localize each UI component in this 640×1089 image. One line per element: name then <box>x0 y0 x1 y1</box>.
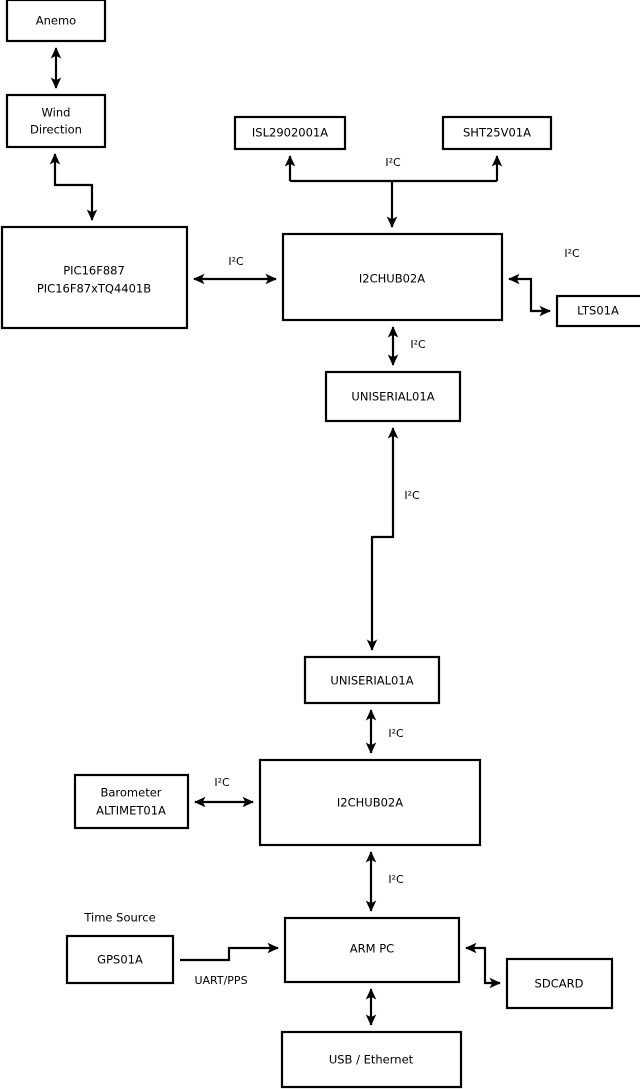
node-sdcard[interactable]: SDCARD <box>505 957 614 1010</box>
edge-label-pic-i2chub: I²C <box>228 255 244 268</box>
node-isl2902001a-label: ISL2902001A <box>252 126 328 140</box>
edge-label-uniserial-i2chub: I²C <box>388 727 404 740</box>
node-sht25v01a[interactable]: SHT25V01A <box>441 115 553 151</box>
node-barometer-box[interactable] <box>73 773 190 830</box>
node-usb-ethernet-label: USB / Ethernet <box>329 1053 414 1067</box>
node-uniserial01a-upper-box[interactable] <box>324 370 462 423</box>
node-barometer[interactable]: Barometer ALTIMET01A <box>73 773 190 830</box>
edge-label-i2chub-armpc: I²C <box>388 873 404 886</box>
node-i2chub02a-bottom-label: I2CHUB02A <box>337 796 403 810</box>
node-pic-mcu[interactable]: PIC16F887 PIC16F87xTQ4401B <box>0 225 189 330</box>
node-isl2902001a-box[interactable] <box>233 115 347 151</box>
node-wind-direction-label-line1: Wind <box>42 106 71 120</box>
node-i2chub02a-bottom-box[interactable] <box>258 758 482 847</box>
node-anemo-box[interactable] <box>5 0 107 43</box>
node-usb-ethernet[interactable]: USB / Ethernet <box>280 1030 463 1089</box>
edge-i2chub-bottom-armpc: I²C <box>365 851 404 912</box>
edge-i2chub-lts: I²C <box>508 247 580 317</box>
node-i2chub02a-bottom[interactable]: I2CHUB02A <box>258 758 482 847</box>
node-arm-pc[interactable]: ARM PC <box>283 916 461 984</box>
node-usb-ethernet-box[interactable] <box>280 1030 463 1089</box>
edge-label-barometer-i2chub: I²C <box>214 776 230 789</box>
node-arm-pc-box[interactable] <box>283 916 461 984</box>
node-uniserial01a-upper-label: UNISERIAL01A <box>351 390 434 404</box>
node-i2chub02a-top-label: I2CHUB02A <box>359 272 425 286</box>
arrow-gps-armpc <box>180 942 279 962</box>
node-uniserial01a-lower[interactable]: UNISERIAL01A <box>303 655 441 705</box>
arrow-i2chub-lts <box>508 273 551 317</box>
edge-label-gps-armpc: UART/PPS <box>194 974 247 987</box>
node-barometer-label-line2: ALTIMET01A <box>96 804 166 818</box>
edge-armpc-sdcard <box>465 942 501 989</box>
node-i2chub02a-top[interactable]: I2CHUB02A <box>281 232 504 322</box>
node-i2chub02a-top-box[interactable] <box>281 232 504 322</box>
node-arm-pc-label: ARM PC <box>350 942 394 956</box>
node-wind-direction-box[interactable] <box>5 93 107 149</box>
node-anemo-label: Anemo <box>36 14 76 28</box>
node-wind-direction[interactable]: Wind Direction <box>5 93 107 149</box>
node-lts01a[interactable]: LTS01A <box>555 294 640 328</box>
node-sht25v01a-box[interactable] <box>441 115 553 151</box>
node-gps01a-label: GPS01A <box>97 953 143 967</box>
node-pic-mcu-box[interactable] <box>0 225 189 330</box>
arrow-winddirection-pic <box>49 153 98 221</box>
edge-winddirection-pic <box>49 153 98 221</box>
node-wind-direction-label-line2: Direction <box>30 123 82 137</box>
arrow-uniserial-uniserial <box>366 427 399 651</box>
node-sdcard-box[interactable] <box>505 957 614 1010</box>
node-isl2902001a[interactable]: ISL2902001A <box>233 115 347 151</box>
edge-pic-i2chub-top: I²C <box>193 255 277 285</box>
node-sdcard-label: SDCARD <box>535 977 584 991</box>
arrow-armpc-sdcard <box>465 942 501 989</box>
edge-gps-armpc: UART/PPS <box>180 942 279 987</box>
edge-label-i2chub-sensors: I²C <box>385 156 401 169</box>
edge-label-i2chub-uniserial: I²C <box>410 338 426 351</box>
edge-label-i2chub-lts: I²C <box>564 247 580 260</box>
node-anemo[interactable]: Anemo <box>5 0 107 43</box>
label-time-source: Time Source <box>83 911 155 925</box>
node-barometer-label-line1: Barometer <box>100 786 161 800</box>
node-sht25v01a-label: SHT25V01A <box>463 126 531 140</box>
node-pic-mcu-label-line2: PIC16F87xTQ4401B <box>37 282 151 296</box>
node-pic-mcu-label-line1: PIC16F887 <box>63 264 125 278</box>
node-uniserial01a-upper[interactable]: UNISERIAL01A <box>324 370 462 423</box>
edge-label-uniserial-uniserial: I²C <box>404 489 420 502</box>
node-gps01a[interactable]: GPS01A <box>65 934 175 985</box>
node-lts01a-label: LTS01A <box>577 304 619 318</box>
node-uniserial01a-lower-label: UNISERIAL01A <box>330 674 413 688</box>
node-gps01a-box[interactable] <box>65 934 175 985</box>
edge-i2chub-uniserial-upper: I²C <box>387 326 426 366</box>
edge-i2chub-sensors: I²C <box>284 155 503 228</box>
node-lts01a-box[interactable] <box>555 294 640 328</box>
edge-barometer-i2chub-bottom: I²C <box>194 776 254 808</box>
edge-uniserial-i2chub-bottom: I²C <box>365 709 404 754</box>
node-uniserial01a-lower-box[interactable] <box>303 655 441 705</box>
edge-uniserial-uniserial: I²C <box>366 427 420 651</box>
